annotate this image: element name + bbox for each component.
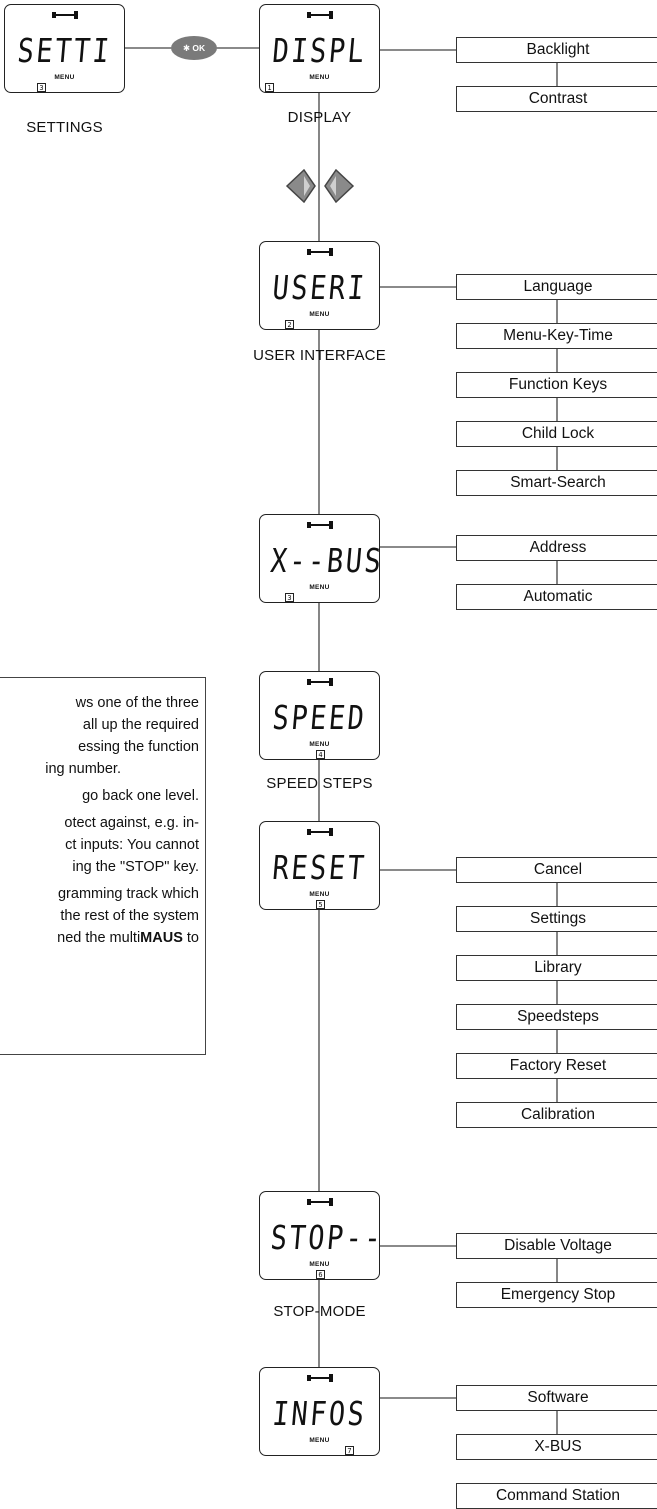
display-screen-text: DISPL (270, 31, 369, 70)
note-line: ct inputs: You cannot (65, 837, 199, 853)
infos-menu-text: MENU (309, 1437, 330, 1444)
settings-number: 3 (37, 83, 46, 92)
note-line: the rest of the system (60, 908, 199, 924)
stop-mode-screen-text: STOP-- (269, 1218, 385, 1257)
reset-option: Calibration (456, 1102, 657, 1128)
user-interface-screen-text: USERI (270, 268, 369, 307)
infos-number: 7 (345, 1446, 354, 1455)
x-bus-menu-text: MENU (309, 584, 330, 591)
display-number: 1 (265, 83, 274, 92)
left-arrow-icon (285, 169, 316, 203)
ok-button-text: OK (192, 43, 206, 53)
user-interface-number: 2 (285, 320, 294, 329)
note-line: otect against, e.g. in- (64, 815, 199, 831)
user-interface-option: Child Lock (456, 421, 657, 447)
display-option: Backlight (456, 37, 657, 63)
user-interface-option: Smart-Search (456, 470, 657, 496)
wrench-icon (306, 678, 333, 686)
note-line: ned the multiMAUS to (57, 930, 199, 946)
note-line: ned the multiMAUS to (57, 928, 199, 949)
note-line: gramming track which (57, 886, 199, 902)
reset-number: 5 (316, 900, 325, 909)
infos-screen-text: INFOS (270, 1394, 369, 1433)
user-interface-label: USER INTERFACE (253, 347, 386, 364)
x-bus-number: 3 (285, 593, 294, 602)
reset-option: Factory Reset (456, 1053, 657, 1079)
settings-label: SETTINGS (26, 119, 103, 136)
reset-option: Library (456, 955, 657, 981)
user-interface-screen: USERI MENU 2 (259, 241, 380, 330)
speed-steps-number: 4 (316, 750, 325, 759)
display-label: DISPLAY (287, 109, 352, 126)
x-bus-option: Address (456, 535, 657, 561)
note-line: all up the required (82, 717, 199, 733)
reset-option: Cancel (456, 857, 657, 883)
stop-mode-label: STOP-MODE (273, 1303, 366, 1320)
wrench-icon (306, 1374, 333, 1382)
user-interface-option: Language (456, 274, 657, 300)
stop-mode-screen: STOP-- MENU 6 (259, 1191, 385, 1280)
reset-menu-text: MENU (309, 891, 330, 898)
note-line: ing the "STOP" key. (72, 859, 199, 875)
speed-steps-screen-text: SPEED (270, 698, 369, 737)
display-menu-text: MENU (309, 74, 330, 81)
settings-screen: SETTI MENU 3 (4, 4, 125, 93)
note-line: ws one of the three (75, 695, 199, 711)
ok-button: ✱ OK (171, 36, 217, 60)
wrench-icon (306, 11, 333, 19)
user-interface-menu-text: MENU (309, 311, 330, 318)
note-line: essing the function (78, 739, 199, 755)
settings-screen-text: SETTI (15, 31, 114, 70)
navigation-arrows (285, 169, 355, 203)
wrench-icon (51, 11, 78, 19)
wrench-icon (306, 521, 333, 529)
reset-option: Settings (456, 906, 657, 932)
display-screen: DISPL MENU 1 (259, 4, 380, 93)
reset-screen: RESET MENU 5 (259, 821, 380, 910)
x-bus-option: Automatic (456, 584, 657, 610)
infos-screen: INFOS MENU 7 (259, 1367, 380, 1456)
user-interface-option: Menu-Key-Time (456, 323, 657, 349)
display-option: Contrast (456, 86, 657, 112)
note-line: go back one level. (82, 788, 199, 804)
note-line: ing number. (45, 761, 121, 777)
wrench-icon (306, 248, 333, 256)
wrench-icon (306, 828, 333, 836)
reset-option: Speedsteps (456, 1004, 657, 1030)
infos-option: X-BUS (456, 1434, 657, 1460)
settings-menu-text: MENU (54, 74, 75, 81)
stop-mode-option: Disable Voltage (456, 1233, 657, 1259)
light-icon: ✱ (182, 43, 190, 53)
note-box: ws one of the three all up the required … (0, 677, 206, 1055)
speed-steps-label: SPEED STEPS (266, 775, 373, 792)
stop-mode-number: 6 (316, 1270, 325, 1279)
infos-option: Software (456, 1385, 657, 1411)
right-arrow-icon (324, 169, 355, 203)
reset-screen-text: RESET (270, 848, 369, 887)
speed-steps-menu-text: MENU (309, 741, 330, 748)
wrench-icon (306, 1198, 333, 1206)
speed-steps-screen: SPEED MENU 4 (259, 671, 380, 760)
x-bus-screen-text: X--BUS (269, 541, 385, 580)
stop-mode-option: Emergency Stop (456, 1282, 657, 1308)
x-bus-screen: X--BUS MENU 3 (259, 514, 385, 603)
stop-mode-menu-text: MENU (309, 1261, 330, 1268)
infos-option: Command Station (456, 1483, 657, 1509)
user-interface-option: Function Keys (456, 372, 657, 398)
